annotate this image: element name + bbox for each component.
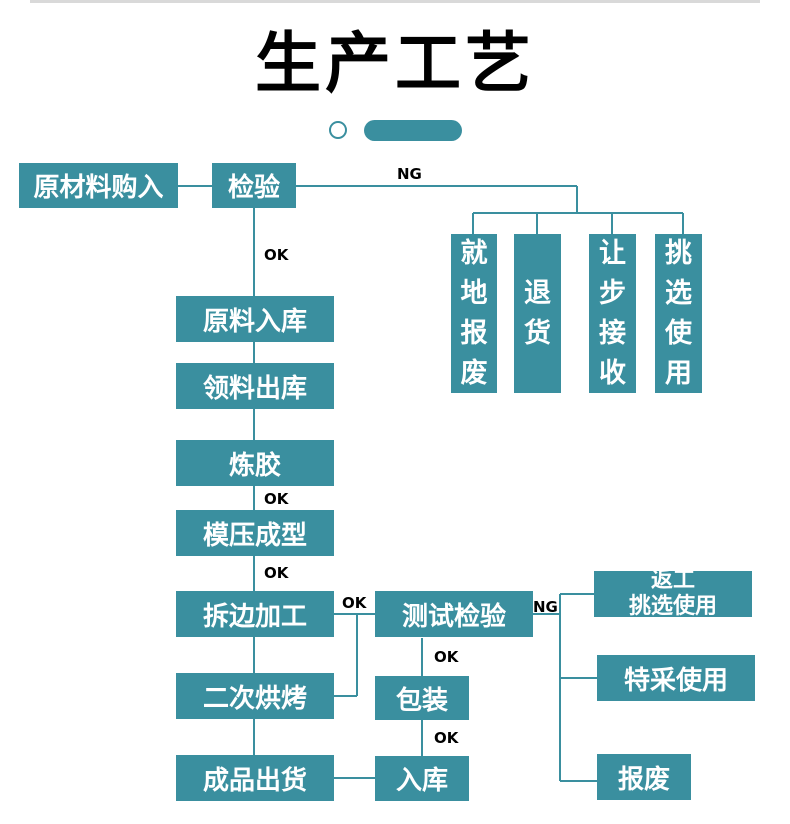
- node-concession-char: 接: [599, 317, 626, 349]
- node-return-goods: 退 货: [514, 234, 561, 393]
- node-scrap: 报废: [597, 754, 691, 800]
- node-select-use: 挑 选 使 用: [655, 234, 702, 393]
- node-raw-purchase: 原材料购入: [19, 163, 178, 208]
- ng-label-inspection: NG: [397, 165, 422, 183]
- node-finished-shipping: 成品出货: [176, 755, 334, 801]
- node-special-use: 特采使用: [597, 655, 755, 701]
- node-return-goods-char: 货: [524, 317, 551, 349]
- node-scrap-onsite-char: 地: [460, 277, 488, 309]
- node-rework-line1: 返工: [650, 568, 695, 593]
- node-secondary-baking: 二次烘烤: [176, 673, 334, 719]
- node-trimming: 拆边加工: [176, 591, 334, 637]
- ok-label-trimming: OK: [342, 594, 367, 612]
- node-test-inspection: 测试检验: [375, 591, 533, 637]
- node-scrap-onsite-char: 就: [460, 237, 488, 269]
- ok-label-molding: OK: [264, 564, 289, 582]
- page-title: 生产工艺: [255, 25, 535, 102]
- node-select-use-char: 挑: [665, 237, 692, 269]
- node-molding: 模压成型: [176, 510, 334, 556]
- node-concession: 让 步 接 收: [589, 234, 636, 393]
- node-scrap-onsite-char: 废: [460, 357, 488, 389]
- node-material-out: 领料出库: [176, 363, 334, 409]
- node-rework-line2: 挑选使用: [628, 594, 717, 619]
- node-select-use-char: 用: [665, 357, 692, 389]
- ng-label-test: NG: [533, 598, 558, 616]
- node-inspection: 检验: [212, 163, 296, 208]
- node-scrap-onsite: 就 地 报 废: [451, 234, 497, 393]
- node-concession-char: 让: [599, 237, 626, 269]
- ok-label-packaging: OK: [434, 729, 459, 747]
- node-packaging: 包装: [375, 676, 469, 720]
- node-return-goods-char: 退: [524, 277, 551, 309]
- ok-label-test: OK: [434, 648, 459, 666]
- node-concession-char: 收: [599, 357, 626, 389]
- node-select-use-char: 使: [665, 317, 692, 349]
- node-warehousing: 入库: [375, 756, 469, 801]
- node-raw-storage: 原料入库: [176, 296, 334, 342]
- ok-label-refining: OK: [264, 490, 289, 508]
- node-scrap-onsite-char: 报: [460, 317, 488, 349]
- node-refining: 炼胶: [176, 440, 334, 486]
- top-divider: [30, 0, 760, 3]
- decorative-circle: [329, 121, 347, 139]
- node-concession-char: 步: [599, 277, 626, 309]
- node-select-use-char: 选: [665, 277, 692, 309]
- node-rework-select: 返工 挑选使用: [594, 568, 752, 619]
- ok-label-inspection: OK: [264, 246, 289, 264]
- decorative-pill: [364, 120, 462, 141]
